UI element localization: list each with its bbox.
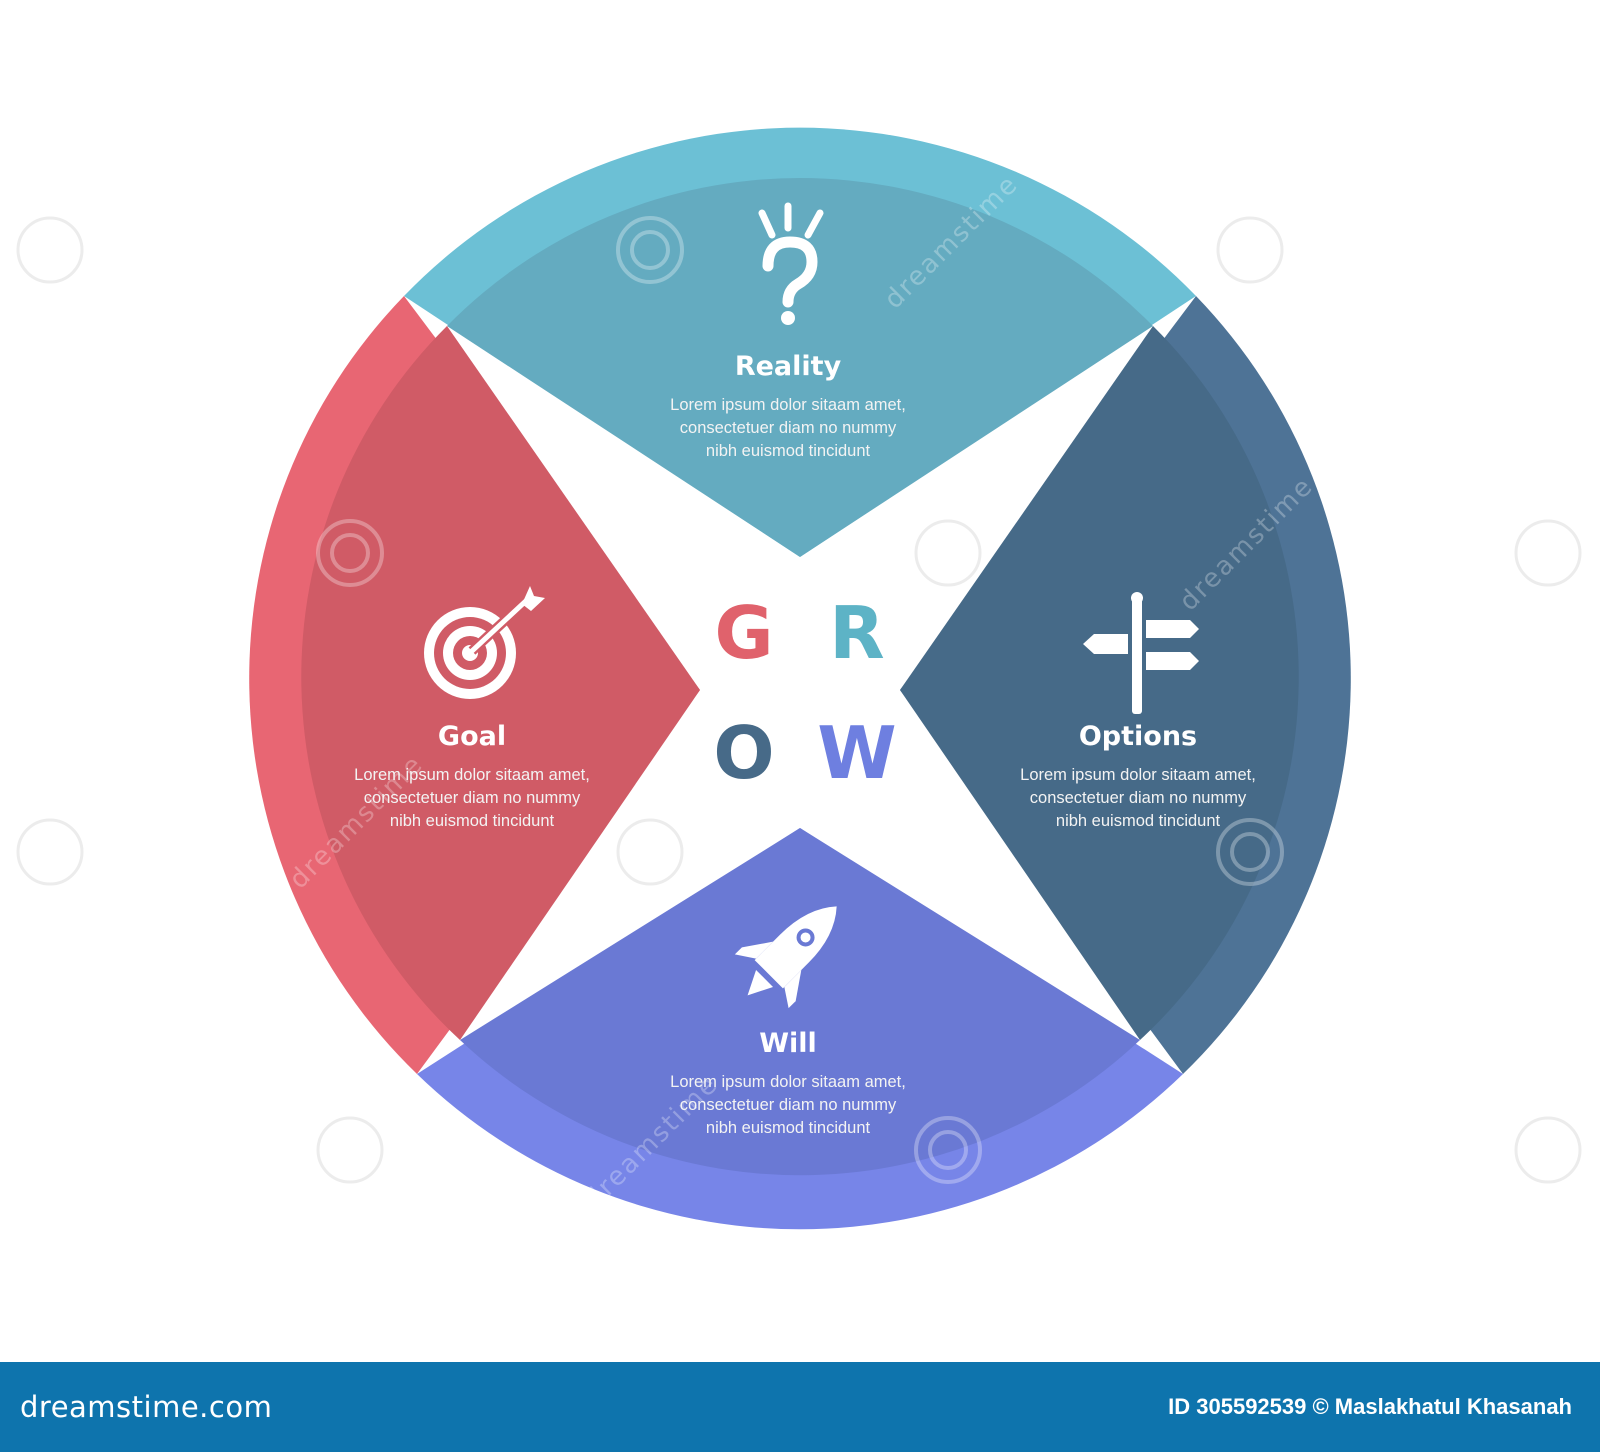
- reality-text-line-3: nibh euismod tincidunt: [706, 442, 871, 460]
- watermark-spiral-icons: [316, 216, 1284, 1184]
- watermark-spiral-icons-faint: [16, 216, 1582, 1184]
- options-title: Options: [1079, 721, 1197, 752]
- grow-letter-r: R: [829, 591, 884, 675]
- grow-letter-o: O: [713, 711, 774, 795]
- goal-text-line-3: nibh euismod tincidunt: [390, 812, 555, 830]
- segment-options: [900, 296, 1351, 1074]
- target-icon: [424, 586, 545, 699]
- reality-title: Reality: [735, 351, 842, 382]
- will-title: Will: [759, 1028, 817, 1059]
- segment-reality: [404, 127, 1196, 558]
- reality-text-line-2: consectetuer diam no nummy: [680, 419, 897, 437]
- rocket-icon: [734, 906, 837, 1009]
- will-inner-panel: [460, 828, 1140, 1176]
- diagram-canvas: G R O W Reality Lorem ipsum dolor sitaam…: [16, 127, 1582, 1230]
- will-text-line-2: consectetuer diam no nummy: [680, 1096, 897, 1114]
- options-text-line-2: consectetuer diam no nummy: [1030, 789, 1247, 807]
- goal-text-line-2: consectetuer diam no nummy: [364, 789, 581, 807]
- will-text-line-3: nibh euismod tincidunt: [706, 1119, 871, 1137]
- options-text-line-1: Lorem ipsum dolor sitaam amet,: [1020, 766, 1256, 784]
- goal-title: Goal: [438, 721, 506, 752]
- grow-model-diagram: G R O W Reality Lorem ipsum dolor sitaam…: [16, 127, 1582, 1230]
- footer-credit: ID 305592539 © Maslakhatul Khasanah: [1168, 1394, 1572, 1419]
- options-text-line-3: nibh euismod tincidunt: [1056, 812, 1221, 830]
- goal-text-line-1: Lorem ipsum dolor sitaam amet,: [354, 766, 590, 784]
- question-icon: [758, 202, 824, 325]
- footer-brand: dreamstime.com: [20, 1390, 273, 1424]
- reality-inner-panel: [447, 178, 1153, 557]
- grow-letter-w: W: [817, 711, 896, 795]
- footer-bar: dreamstime.com ID 305592539 © Maslakhatu…: [0, 1362, 1600, 1452]
- options-inner-panel: [900, 326, 1299, 1040]
- reality-text-line-1: Lorem ipsum dolor sitaam amet,: [670, 396, 906, 414]
- will-text-line-1: Lorem ipsum dolor sitaam amet,: [670, 1073, 906, 1091]
- signpost-icon: [1083, 592, 1199, 714]
- grow-letter-g: G: [714, 591, 773, 675]
- segment-will: [417, 828, 1183, 1230]
